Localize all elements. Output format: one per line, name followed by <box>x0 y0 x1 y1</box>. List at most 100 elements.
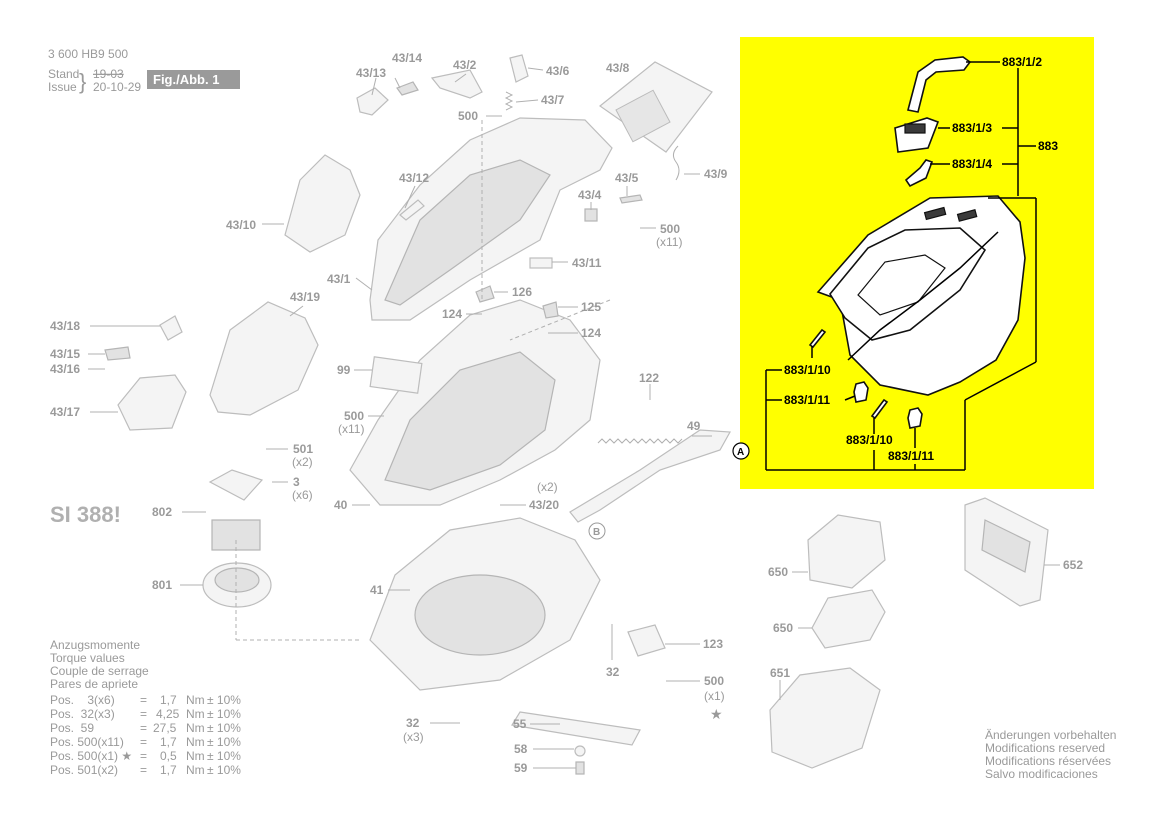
part-802-cover <box>208 469 264 501</box>
brace: } <box>79 69 86 94</box>
torque-row-val: 1,7 <box>160 693 177 707</box>
torque-row-unit: Nm <box>186 749 205 763</box>
label-43-11: 43/11 <box>572 256 602 270</box>
torque-row-eq: = <box>140 707 147 721</box>
label-43-1: 43/1 <box>327 272 351 286</box>
part-55-blade <box>511 711 641 746</box>
label-x2a: (x2) <box>292 455 313 469</box>
part-883-grassbag-slot-a <box>923 206 947 221</box>
label-500-top: 500 <box>458 109 478 123</box>
label-43-12: 43/12 <box>399 171 429 185</box>
torque-row-pos: Pos. 32(x3) <box>50 707 115 721</box>
label-star: ★ <box>710 706 723 722</box>
issue-label: Issue <box>48 80 77 94</box>
torque-heading-es: Pares de apriete <box>50 677 138 691</box>
notice-de: Änderungen vorbehalten <box>985 728 1116 742</box>
label-883-1-10b: 883/1/10 <box>846 433 893 447</box>
label-32b: 32 <box>406 716 420 730</box>
torque-row-val: 0,5 <box>160 749 177 763</box>
label-3: 3 <box>293 475 300 489</box>
label-40: 40 <box>334 498 348 512</box>
part-650-battery-a <box>807 514 886 589</box>
label-x6: (x6) <box>292 488 313 502</box>
torque-row-unit: Nm <box>186 693 205 707</box>
label-41: 41 <box>370 583 384 597</box>
label-43-6: 43/6 <box>546 64 570 78</box>
label-501: 501 <box>293 442 313 456</box>
part-883-1-3-window <box>904 123 926 134</box>
label-650b: 650 <box>773 621 793 635</box>
label-651: 651 <box>770 666 790 680</box>
label-callout-a: A <box>737 447 744 458</box>
part-651-charger <box>769 667 881 769</box>
label-x11b: (x11) <box>338 422 364 436</box>
gray-leaders <box>88 67 1060 769</box>
torque-row-tol: ± 10% <box>207 735 241 749</box>
stand-value: 19-03 <box>93 67 124 81</box>
label-43-16: 43/16 <box>50 362 80 376</box>
torque-row-val: 1,7 <box>160 735 177 749</box>
part-883-1-4-clip <box>904 159 934 188</box>
part-126 <box>475 285 495 303</box>
torque-row-tol: ± 10% <box>207 763 241 777</box>
label-500-x11a: 500 <box>660 222 680 236</box>
label-58: 58 <box>514 742 528 756</box>
part-883-grassbag-inner <box>857 254 946 316</box>
part-43-9-spring <box>672 145 680 181</box>
gray-labels: 43/14 43/13 43/2 43/6 43/7 43/8 500 43/1… <box>50 51 1083 775</box>
label-43-2: 43/2 <box>453 58 477 72</box>
part-883-1-11b-foot <box>907 407 923 429</box>
label-124a: 124 <box>442 307 462 321</box>
part-49-rail <box>569 429 731 523</box>
torque-row-val: 1,7 <box>160 763 177 777</box>
part-883-1-11a-foot <box>853 381 869 403</box>
label-32a: 32 <box>606 665 620 679</box>
label-43-8: 43/8 <box>606 61 630 75</box>
part-59-bolt <box>575 761 585 775</box>
part-122-spring <box>597 438 683 444</box>
label-43-7: 43/7 <box>541 93 565 107</box>
part-43-5 <box>619 194 643 204</box>
part-883-1-10b-pin <box>870 398 889 420</box>
label-801: 801 <box>152 578 172 592</box>
torque-heading-en: Torque values <box>50 651 125 665</box>
label-43-13: 43/13 <box>356 66 386 80</box>
part-43-8-keypad <box>615 89 671 143</box>
figure-label: Fig./Abb. 1 <box>153 72 219 87</box>
stand-label: Stand <box>48 67 79 81</box>
torque-row-pos: Pos. 3(x6) <box>50 693 115 707</box>
torque-table: Anzugsmomente Torque values Couple de se… <box>50 638 241 777</box>
part-883-grassbag-frame <box>847 231 999 361</box>
label-883: 883 <box>1038 139 1058 153</box>
label-500-x11b: 500 <box>344 409 364 423</box>
torque-heading-de: Anzugsmomente <box>50 638 140 652</box>
part-43-17 <box>117 374 187 431</box>
part-43-7-spring <box>504 91 514 111</box>
label-43-10: 43/10 <box>226 218 256 232</box>
torque-row-unit: Nm <box>186 763 205 777</box>
torque-row-pos: Pos. 500(x1) ★ <box>50 749 132 763</box>
part-43-13 <box>356 87 389 116</box>
part-43-2 <box>430 69 483 99</box>
label-43-14: 43/14 <box>392 51 422 65</box>
part-883-1-2-handle <box>907 56 972 113</box>
label-x3: (x3) <box>403 730 424 744</box>
part-125 <box>542 301 559 319</box>
part-883-grassbag-slot-b <box>956 209 978 222</box>
part-650-battery-b <box>811 589 886 649</box>
torque-row-val: 4,25 <box>156 707 180 721</box>
part-43-4 <box>584 208 598 222</box>
label-124b: 124 <box>581 326 601 340</box>
torque-row-eq: = <box>140 735 147 749</box>
torque-row-pos: Pos. 501(x2) <box>50 763 118 777</box>
part-58-washer <box>574 745 586 757</box>
torque-row-tol: ± 10% <box>207 721 241 735</box>
torque-row-eq: = <box>140 763 147 777</box>
label-99: 99 <box>337 363 351 377</box>
label-43-4: 43/4 <box>578 188 602 202</box>
label-43-19: 43/19 <box>290 290 320 304</box>
label-43-18: 43/18 <box>50 319 80 333</box>
label-43-5: 43/5 <box>615 171 639 185</box>
part-43-1-inner <box>384 159 551 306</box>
callout-a-circle <box>732 442 750 460</box>
